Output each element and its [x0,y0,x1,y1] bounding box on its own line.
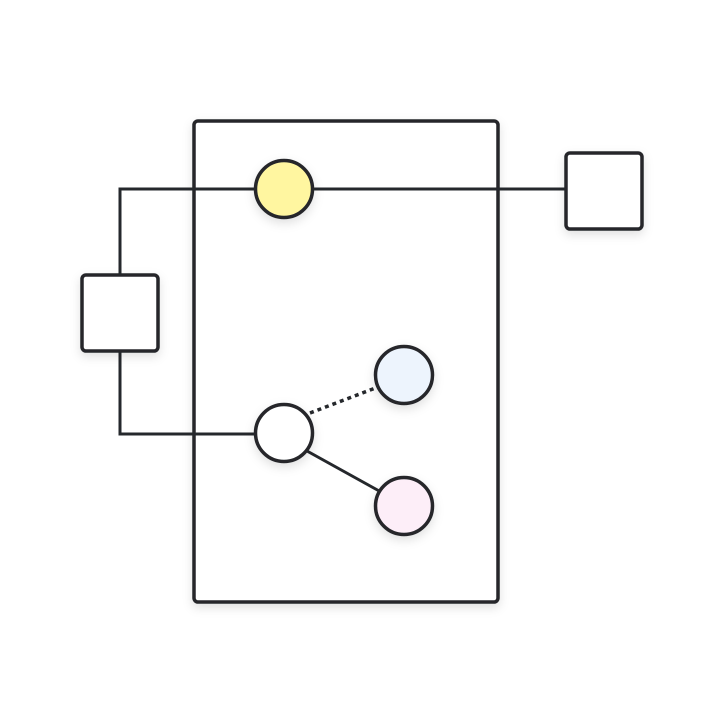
white-circle-node[interactable] [253,402,315,464]
left-box-node[interactable] [80,273,160,353]
yellow-circle-node[interactable] [253,158,315,220]
pink-circle-node[interactable] [373,475,435,537]
connector-left-box-to-white-node [118,351,256,436]
blue-circle-node[interactable] [373,344,435,406]
right-box-node[interactable] [564,151,644,231]
container-box [192,119,500,604]
connector-left-box-to-yellow-node [118,187,256,275]
connector-white-to-pink [306,449,382,494]
